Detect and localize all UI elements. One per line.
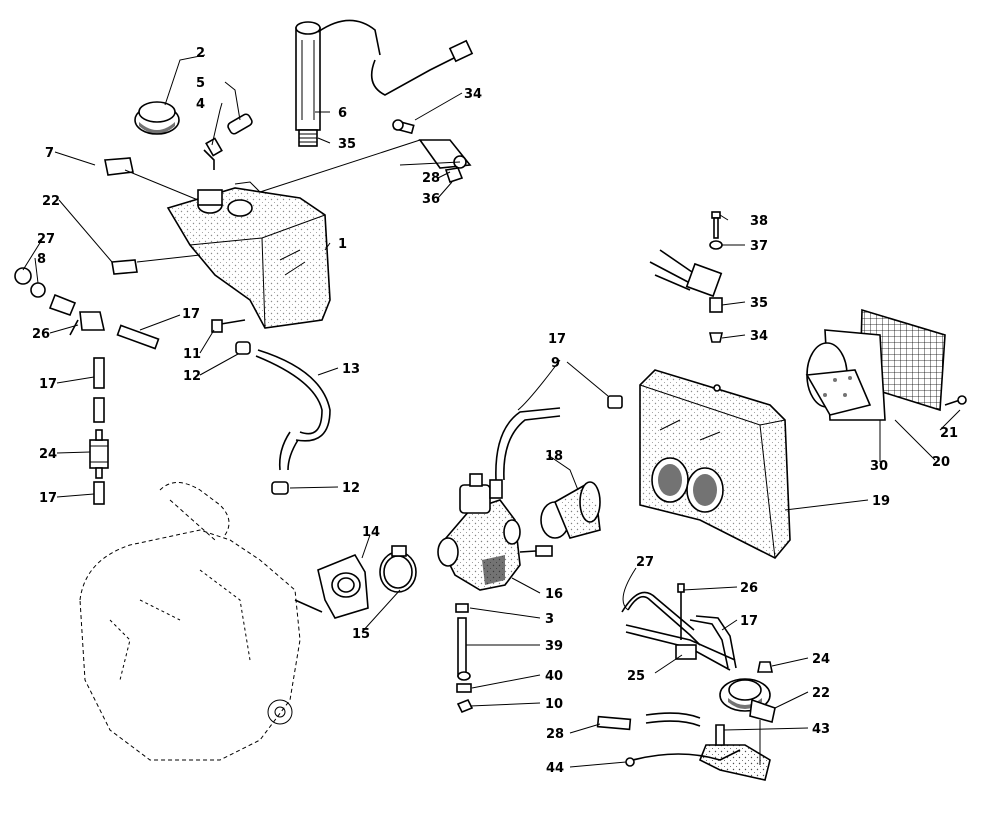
callout-41: 36 [422, 192, 440, 207]
leader-lines [22, 54, 961, 768]
carburetor-part [437, 473, 553, 591]
oil-tank-part [166, 187, 331, 329]
callout-8: 8 [37, 252, 46, 267]
callout-17-a: 17 [182, 307, 200, 322]
callout-4: 4 [196, 97, 205, 112]
callout-9: 9 [551, 356, 560, 371]
callout-39: 34 [464, 87, 482, 102]
fuel-filter-part [89, 429, 109, 479]
callout-5: 5 [196, 76, 205, 91]
callout-38: 39 [545, 639, 563, 654]
callout-35-text: 35 [750, 296, 768, 311]
intake-boot-part [540, 481, 601, 539]
callout-15: 15 [352, 627, 370, 642]
screw-part [944, 395, 967, 406]
callout-labels: 2 5 4 6 35 34 7 22 1 28 36 27 8 26 17 17… [32, 46, 958, 776]
vent-hose-part [227, 113, 253, 135]
callout-31: 26 [32, 327, 50, 342]
callout-22-text: 22 [812, 686, 830, 701]
intake-flange-part [317, 553, 369, 619]
callout-11: 11 [183, 347, 201, 362]
callout-34-text: 34 [750, 329, 768, 344]
filler-cap-part [134, 101, 180, 135]
connector-part [649, 249, 723, 298]
callout-17-c: 17 [39, 491, 57, 506]
bolt-stack-parts [709, 211, 723, 343]
hose-clamp-part [379, 545, 417, 593]
callout-17-d: 17 [548, 332, 566, 347]
callout-20: 20 [932, 455, 950, 470]
callout-37: 38 [750, 214, 768, 229]
callout-10: 10 [545, 697, 563, 712]
oil-level-sender-part [295, 19, 474, 147]
callout-24-text: 24 [812, 652, 830, 667]
callout-7: 7 [45, 146, 54, 161]
carb-vent-line-part [489, 407, 561, 499]
engine-outline [79, 482, 323, 761]
callout-16: 16 [545, 587, 563, 602]
callout-12-b: 12 [342, 481, 360, 496]
callout-18: 18 [545, 449, 563, 464]
callout-12-a: 12 [183, 369, 201, 384]
air-silencer-part [639, 369, 791, 560]
mounting-bracket-part [392, 119, 472, 184]
callout-32: 27 [37, 232, 55, 247]
callout-21: 21 [940, 426, 958, 441]
callout-13: 13 [342, 362, 360, 377]
clip-part [607, 395, 623, 409]
shutoff-valve-part [14, 267, 105, 336]
callout-33: 28 [422, 171, 440, 186]
callout-36: 37 [750, 239, 768, 254]
callout-25-text: 25 [627, 669, 645, 684]
callout-26-text: 26 [740, 581, 758, 596]
elbow-fitting-part [203, 137, 223, 170]
callout-17-e: 17 [740, 614, 758, 629]
callout-42: 40 [545, 669, 563, 684]
outlet-fitting-part [211, 319, 251, 355]
callout-43: 43 [812, 722, 830, 737]
air-screen-part [805, 308, 946, 421]
callout-19: 19 [872, 494, 890, 509]
callout-2: 2 [196, 46, 205, 61]
callout-6: 6 [338, 106, 347, 121]
callout-17-b: 17 [39, 377, 57, 392]
oil-hose-part [255, 349, 331, 495]
callout-28-text: 28 [546, 727, 564, 742]
callout-3: 3 [545, 612, 554, 627]
callout-labels-extra: 35 34 27 26 25 24 22 28 [546, 296, 830, 742]
callout-23: 22 [42, 194, 60, 209]
callout-1: 1 [338, 237, 347, 252]
callout-30: 30 [870, 459, 888, 474]
callout-29: 24 [39, 447, 57, 462]
callout-40: 35 [338, 137, 356, 152]
callout-14: 14 [362, 525, 380, 540]
callout-44: 44 [546, 761, 564, 776]
callout-27-text: 27 [636, 555, 654, 570]
decal-part [104, 157, 138, 275]
carb-drain-parts [455, 603, 474, 714]
fuel-pump-part [698, 661, 776, 781]
fuel-line-part [93, 324, 160, 505]
